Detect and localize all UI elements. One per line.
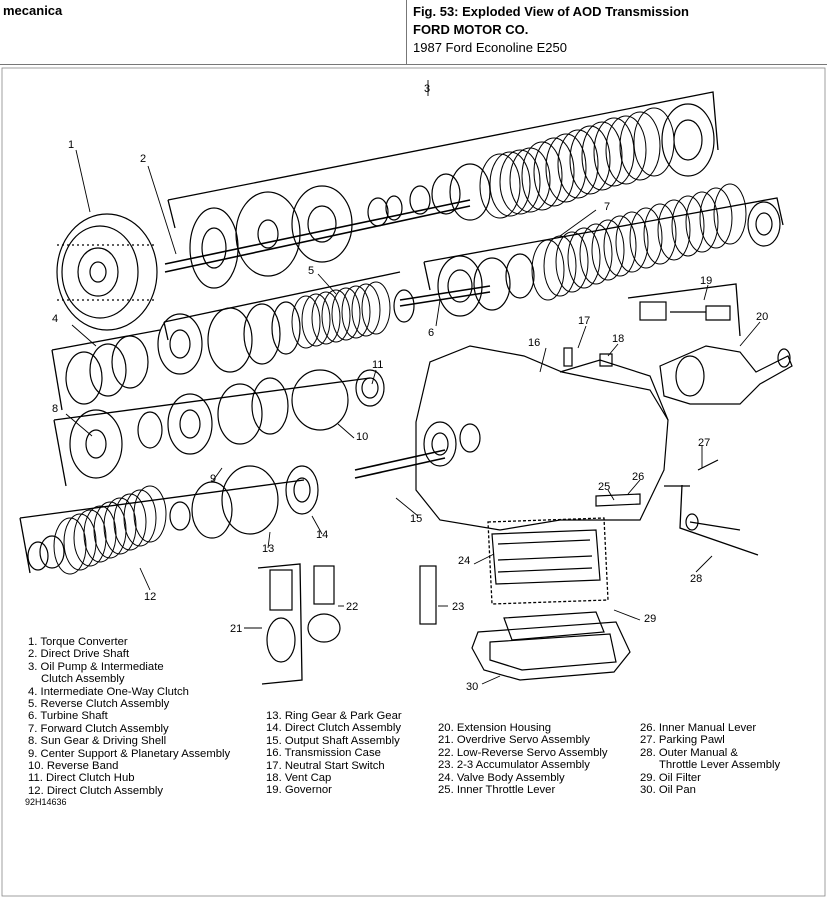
legend-item: 15. Output Shaft Assembly [266, 734, 400, 747]
callout-28: 28 [690, 573, 702, 585]
row-reverse-clutch [65, 281, 415, 405]
legend-item: 9. Center Support & Planetary Assembly [28, 747, 231, 760]
levers [595, 459, 741, 531]
legend-item: 19. Governor [266, 784, 332, 797]
callout-1: 1 [68, 139, 74, 151]
callout-13: 13 [262, 543, 274, 555]
legend-item: 23. 2-3 Accumulator Assembly [438, 759, 590, 772]
switch-and-vent [563, 347, 613, 367]
callout-9: 9 [210, 473, 216, 485]
callout-12: 12 [144, 591, 156, 603]
legend-item: 17. Neutral Start Switch [266, 759, 385, 772]
legend-item: 3. Oil Pump & Intermediate [28, 660, 164, 673]
valve-body [491, 529, 601, 585]
legend-item: 1. Torque Converter [28, 636, 128, 648]
legend-item: 5. Reverse Clutch Assembly [28, 698, 170, 711]
legend-item: 7. Forward Clutch Assembly [28, 722, 169, 735]
header-left-cell: mecanica [0, 0, 407, 64]
site-brand: mecanica [3, 3, 63, 18]
callout-24: 24 [458, 555, 470, 567]
legend-item: 14. Direct Clutch Assembly [266, 722, 401, 735]
legend-item: 16. Transmission Case [266, 747, 381, 760]
legend-item: 18. Vent Cap [266, 772, 332, 785]
filter-and-pan [471, 611, 631, 681]
legend-item: 10. Reverse Band [28, 760, 119, 773]
vehicle-name: 1987 Ford Econoline E250 [413, 40, 567, 55]
legend-item: 13. Ring Gear & Park Gear [266, 710, 402, 722]
row-forward-clutch [437, 183, 781, 317]
callout-21: 21 [230, 623, 242, 635]
legend-column-2: 13. Ring Gear & Park Gear 14. Direct Clu… [266, 710, 402, 797]
legend-item: 22. Low-Reverse Servo Assembly [438, 746, 608, 759]
exploded-view-diagram: 1 2 3 4 5 6 7 8 9 10 11 12 13 14 15 16 1… [1, 67, 826, 897]
callout-3: 3 [424, 83, 430, 95]
legend-item: 25. Inner Throttle Lever [438, 784, 556, 797]
legend-item: 6. Turbine Shaft [28, 710, 108, 723]
legend-item: 26. Inner Manual Lever [640, 722, 757, 734]
callout-20: 20 [756, 311, 768, 323]
group-brackets [19, 91, 784, 685]
legend-item: 8. Sun Gear & Driving Shell [28, 735, 167, 748]
servo-assemblies [266, 565, 437, 663]
legend-column-1: 1. Torque Converter 2. Direct Drive Shaf… [28, 636, 230, 797]
legend-item: 12. Direct Clutch Assembly [28, 784, 163, 797]
callout-5: 5 [308, 265, 314, 277]
figure-code: 92H14636 [25, 797, 67, 807]
company-name: FORD MOTOR CO. [413, 22, 529, 37]
callout-29: 29 [644, 613, 656, 625]
callout-30: 30 [466, 681, 478, 693]
figure-header: mecanica Fig. 53: Exploded View of AOD T… [0, 0, 827, 65]
callout-4: 4 [52, 313, 58, 325]
torque-converter [56, 213, 158, 331]
row-oil-pump-clutch [189, 103, 715, 289]
callout-7: 7 [604, 201, 610, 213]
callout-14: 14 [316, 529, 328, 541]
legend-item: 2. Direct Drive Shaft [28, 648, 130, 661]
callout-27: 27 [698, 437, 710, 449]
callout-23: 23 [452, 601, 464, 613]
callout-8: 8 [52, 403, 58, 415]
legend-column-4: 26. Inner Manual Lever 27. Parking Pawl … [640, 722, 780, 796]
callout-15: 15 [410, 513, 422, 525]
callout-2: 2 [140, 153, 146, 165]
callout-6: 6 [428, 327, 434, 339]
legend-column-3: 20. Extension Housing 21. Overdrive Serv… [438, 722, 608, 796]
callout-22: 22 [346, 601, 358, 613]
legend-item: 24. Valve Body Assembly [438, 771, 565, 784]
callout-18: 18 [612, 333, 624, 345]
callout-10: 10 [356, 431, 368, 443]
shafts [164, 199, 491, 479]
callout-25: 25 [598, 481, 610, 493]
callout-26: 26 [632, 471, 644, 483]
legend-item: 27. Parking Pawl [640, 734, 725, 747]
legend-item: Throttle Lever Assembly [659, 759, 781, 772]
callout-17: 17 [578, 315, 590, 327]
extension-housing [659, 345, 793, 405]
callout-labels: 1 2 3 4 5 6 7 8 9 10 11 12 13 14 15 16 1… [52, 83, 768, 693]
header-right-cell: Fig. 53: Exploded View of AOD Transmissi… [413, 3, 689, 57]
figure-frame [1, 67, 826, 897]
legend-item: 4. Intermediate One-Way Clutch [28, 685, 189, 698]
figure-title: Fig. 53: Exploded View of AOD Transmissi… [413, 4, 689, 19]
legend-item: Clutch Assembly [41, 673, 125, 686]
legend-item: 21. Overdrive Servo Assembly [438, 734, 590, 747]
legend-item: 30. Oil Pan [640, 784, 696, 797]
callout-16: 16 [528, 337, 540, 349]
row-planetary [69, 369, 385, 479]
legend-item: 29. Oil Filter [640, 771, 701, 784]
callout-11: 11 [372, 359, 383, 371]
callout-19: 19 [700, 275, 712, 287]
legend-item: 28. Outer Manual & [640, 746, 738, 759]
legend-item: 11. Direct Clutch Hub [28, 772, 135, 785]
row-direct-clutch [27, 465, 319, 575]
transmission-case [415, 345, 669, 531]
legend-item: 20. Extension Housing [438, 722, 552, 734]
governor [639, 301, 731, 321]
leader-lines [65, 80, 761, 685]
